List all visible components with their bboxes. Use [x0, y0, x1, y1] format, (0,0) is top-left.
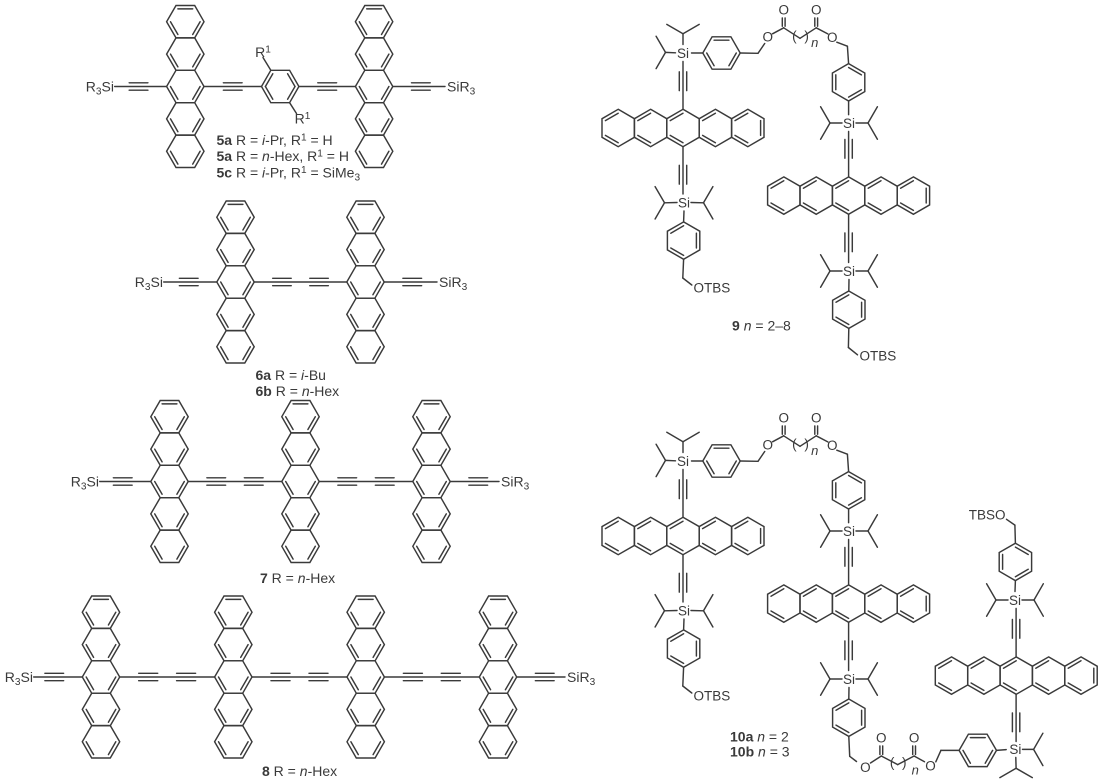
- svg-text:OTBS: OTBS: [860, 349, 897, 364]
- svg-text:SiR3​: SiR3​: [567, 669, 596, 688]
- svg-text:O: O: [909, 730, 920, 745]
- svg-text:n: n: [811, 443, 818, 458]
- svg-text:O: O: [925, 758, 936, 773]
- svg-text:O: O: [762, 30, 773, 45]
- svg-text:Si: Si: [1009, 593, 1021, 608]
- svg-text:Si: Si: [843, 116, 855, 131]
- svg-text:R1​: R1​: [295, 111, 311, 127]
- svg-text:O: O: [762, 438, 773, 453]
- svg-text:O: O: [827, 438, 838, 453]
- svg-text:10b n = 3: 10b n = 3: [730, 744, 790, 760]
- svg-text:5a R = n-Hex, R1​ = H: 5a R = n-Hex, R1​ = H: [217, 148, 350, 164]
- svg-text:OTBS: OTBS: [694, 689, 731, 704]
- svg-text:R3​Si: R3​Si: [71, 474, 99, 493]
- svg-text:Si: Si: [678, 603, 690, 618]
- svg-text:(: (: [890, 755, 895, 770]
- svg-text:O: O: [811, 410, 822, 425]
- svg-text:5c R = i-Pr, R1​ = SiMe3​: 5c R = i-Pr, R1​ = SiMe3​: [217, 165, 361, 184]
- svg-text:5a R = i-Pr, R1​ = H: 5a R = i-Pr, R1​ = H: [217, 132, 333, 148]
- svg-text:O: O: [860, 760, 871, 775]
- svg-text:n: n: [912, 762, 919, 777]
- svg-text:): ): [804, 437, 809, 452]
- svg-text:(: (: [792, 437, 797, 452]
- svg-text:R1​: R1​: [255, 44, 271, 60]
- svg-text:Si: Si: [1009, 742, 1021, 757]
- svg-text:SiR3​: SiR3​: [439, 274, 468, 293]
- svg-text:R3​Si: R3​Si: [135, 274, 163, 293]
- svg-text:Si: Si: [843, 524, 855, 539]
- svg-text:Si: Si: [677, 46, 689, 61]
- svg-text:Si: Si: [677, 454, 689, 469]
- svg-text:O: O: [778, 2, 789, 17]
- svg-text:7 R = n-Hex: 7 R = n-Hex: [260, 570, 335, 586]
- svg-text:n: n: [811, 35, 818, 50]
- svg-text:(: (: [792, 29, 797, 44]
- svg-text:9 n = 2–8: 9 n = 2–8: [732, 318, 791, 334]
- svg-text:8 R = n-Hex: 8 R = n-Hex: [262, 763, 337, 779]
- svg-text:O: O: [827, 30, 838, 45]
- svg-text:Si: Si: [678, 195, 690, 210]
- svg-text:R3​Si: R3​Si: [86, 79, 114, 98]
- svg-text:SiR3​: SiR3​: [447, 79, 476, 98]
- svg-text:6b R = n-Hex: 6b R = n-Hex: [256, 383, 340, 399]
- svg-text:): ): [804, 29, 809, 44]
- svg-text:TBSO: TBSO: [969, 508, 1006, 523]
- svg-text:O: O: [876, 730, 887, 745]
- svg-text:R3​Si: R3​Si: [5, 669, 33, 688]
- svg-text:SiR3​: SiR3​: [501, 474, 530, 493]
- svg-text:): ): [902, 755, 907, 770]
- svg-text:O: O: [778, 410, 789, 425]
- svg-text:Si: Si: [843, 672, 855, 687]
- svg-text:Si: Si: [843, 264, 855, 279]
- svg-text:6a R = i-Bu: 6a R = i-Bu: [256, 367, 326, 383]
- svg-text:OTBS: OTBS: [694, 281, 731, 296]
- svg-text:O: O: [811, 2, 822, 17]
- svg-text:10a n = 2: 10a n = 2: [730, 729, 789, 745]
